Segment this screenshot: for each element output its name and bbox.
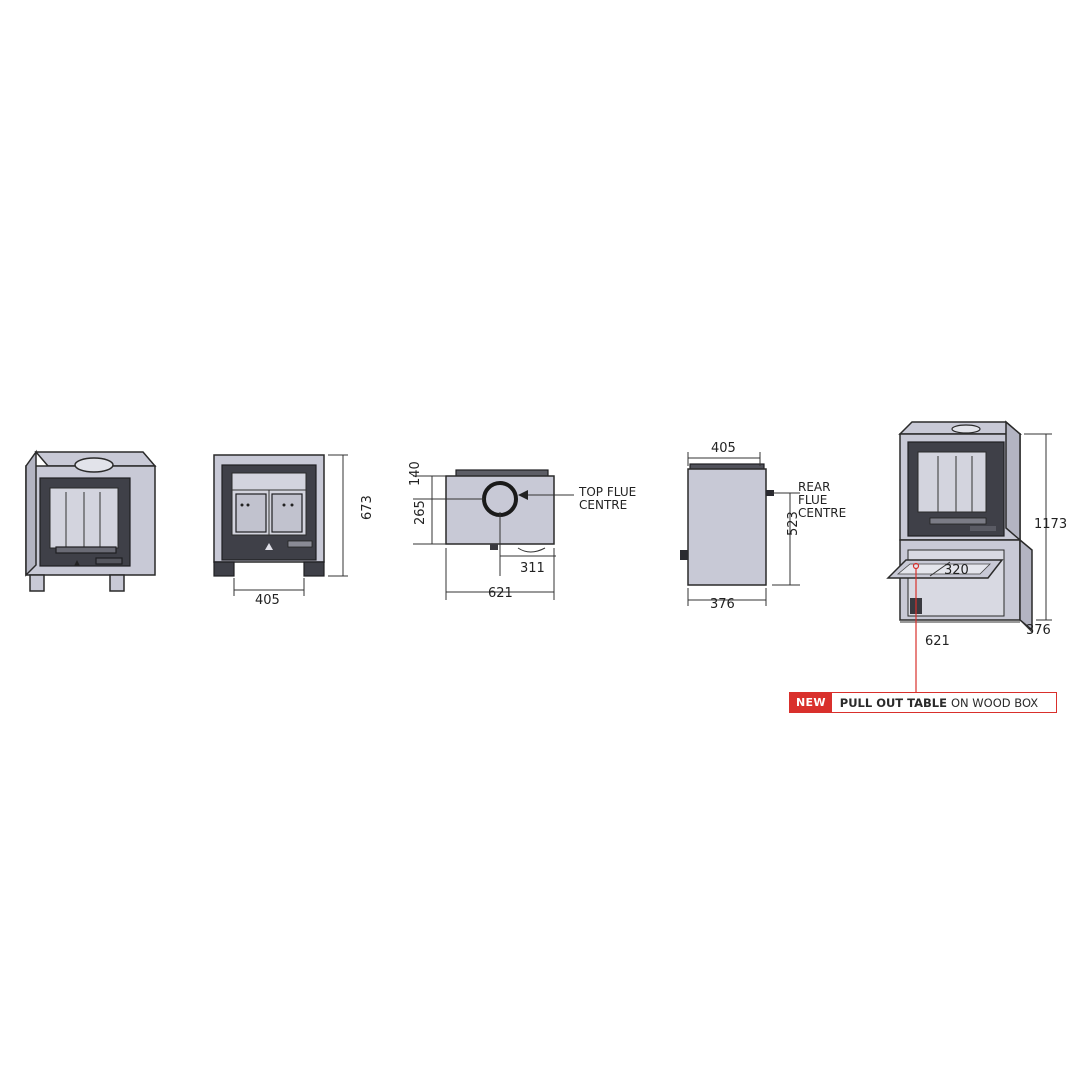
woodbox-height-label: 1173 [1034, 517, 1067, 532]
stove-side-view: 405 523 376 REAR FLUE CENTRE [680, 441, 846, 612]
woodbox-width-label: 621 [925, 634, 950, 649]
callout-rest-text: ON WOOD BOX [950, 695, 1039, 710]
stove-top-view: 140 265 311 621 TOP FLUE CENTRE [408, 461, 636, 601]
new-badge: NEW [790, 693, 832, 712]
side-top-width-label: 405 [711, 441, 736, 456]
top-flue-label-1: TOP FLUE [578, 485, 636, 499]
woodbox-depth-label: 376 [1026, 623, 1051, 638]
callout-bold-text: PULL OUT TABLE [839, 695, 947, 710]
table-depth-label: 320 [944, 563, 969, 578]
side-depth-label: 376 [710, 597, 735, 612]
front-width-label: 405 [255, 593, 280, 608]
side-flue-height-label: 523 [786, 511, 801, 536]
top-flue-circle [482, 481, 518, 517]
rear-flue-label-2: FLUE [798, 493, 827, 507]
callout-text: PULL OUT TABLE ON WOOD BOX [832, 693, 1038, 712]
rear-flue-label-3: CENTRE [798, 506, 846, 520]
top-flue-label-2: CENTRE [579, 498, 627, 512]
new-feature-callout: NEW PULL OUT TABLE ON WOOD BOX [789, 692, 1057, 713]
stove-woodbox-view: 320 1173 621 376 [886, 420, 1067, 692]
top-width-label: 621 [488, 586, 513, 601]
stove-perspective-view [25, 449, 157, 592]
flue-height-label: 265 [413, 500, 428, 525]
front-height-label: 673 [360, 495, 375, 520]
flue-x-label: 311 [520, 561, 545, 576]
stove-front-view: 405 673 [213, 454, 375, 608]
flue-collar [74, 457, 114, 473]
top-offset-label: 140 [408, 461, 423, 486]
rear-flue-label-1: REAR [798, 480, 830, 494]
